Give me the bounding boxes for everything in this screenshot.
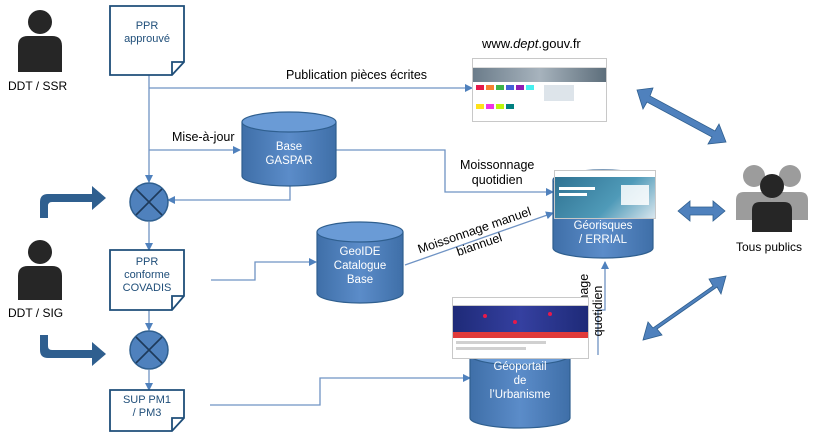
gaspar-line1: Base [275, 141, 303, 153]
website-url: www.dept.gouv.fr [482, 36, 581, 51]
georisques-screenshot [554, 170, 656, 219]
geoportail-line1: Géoportail [493, 361, 547, 373]
actor-ssr-arrow-icon [40, 186, 106, 218]
connector-conforme-geoide [211, 258, 317, 281]
cylinders [241, 111, 654, 429]
actors [18, 10, 808, 300]
geoide-line2: Catalogue [333, 260, 387, 272]
doc-ppr-conforme-line3: COVADIS [122, 282, 172, 294]
doc-sup-line2: / PM3 [132, 407, 162, 419]
actor-ssr-label: DDT / SSR [8, 79, 68, 93]
doc-ppr-conforme [109, 249, 185, 311]
actor-arrows [40, 186, 106, 366]
website-url-dept: dept [513, 36, 539, 51]
website-url-suffix: .gouv.fr [538, 36, 581, 51]
doc-sup-line1: SUP PM1 [122, 394, 172, 406]
merge-nodes [129, 182, 169, 370]
cylinder-gaspar [241, 111, 337, 133]
moissonnage-manuel-label: Moissonnage manuel biannuel [416, 204, 533, 258]
doc-ppr-approuve-text: PPR approuvé [110, 20, 184, 46]
geoide-line1: GeoIDE [339, 246, 381, 258]
doc-ppr-conforme-line1: PPR [135, 256, 159, 268]
georisques-line2: / ERRIAL [579, 234, 627, 246]
geoportail-line2: de [513, 375, 527, 387]
double-arrow-geoportail-public-icon [642, 275, 727, 341]
doc-sup [109, 389, 185, 432]
connector-gaspar-merge1 [167, 185, 291, 204]
publication-label: Publication pièces écrites [286, 68, 428, 82]
connectors [145, 75, 609, 406]
actor-sig-arrow-icon [40, 335, 106, 366]
gaspar-line2: GASPAR [265, 155, 313, 167]
mise-a-jour-label: Mise-à-jour [172, 130, 235, 144]
double-arrow-website-public-icon [636, 87, 727, 145]
geoide-line3: Base [346, 274, 374, 286]
connector-geoide-georisques [404, 211, 554, 266]
geoportail-line3: l’Urbanisme [489, 389, 551, 401]
public-arrows [636, 87, 727, 341]
actor-ssr-person-icon [18, 10, 62, 72]
doc-ppr-approuve [109, 5, 185, 76]
website-url-prefix: www. [482, 36, 514, 51]
geoportail-text: Géoportail de l’Urbanisme [470, 360, 570, 402]
connector-gaspar-georisques [335, 149, 554, 196]
georisques-text: Géorisques / ERRIAL [553, 219, 653, 247]
moissonnage-quotidien-line1: Moissonnage [460, 158, 535, 172]
doc-ppr-approuve-line1: PPR [135, 20, 159, 32]
doc-sup-text: SUP PM1 / PM3 [110, 394, 184, 420]
geoportail-screenshot [452, 297, 589, 359]
double-arrow-georisques-public-icon [677, 200, 726, 222]
merge-2-cross [135, 336, 163, 364]
website-screenshot [472, 58, 607, 122]
actor-sig-person-icon [18, 240, 62, 300]
moissonnage-quotidien-line2: quotidien [471, 173, 523, 187]
actor-sig-label: DDT / SIG [8, 306, 64, 320]
connector-sup-geoportail [210, 374, 471, 406]
moissonnage-quotidien-label: Moissonnage quotidien [460, 158, 534, 188]
cylinder-geoide [316, 221, 404, 243]
documents [109, 5, 185, 432]
moissonnage-vertical-line2: quotidien [591, 286, 605, 337]
connector-geoportail-georisques [597, 261, 609, 355]
geoide-text: GeoIDE Catalogue Base [317, 245, 403, 287]
public-group-icon [736, 165, 808, 232]
gaspar-text: Base GASPAR [242, 140, 336, 168]
doc-ppr-approuve-line2: approuvé [124, 33, 170, 45]
public-label: Tous publics [736, 240, 803, 254]
doc-ppr-conforme-line2: conforme [124, 269, 170, 281]
doc-ppr-conforme-text: PPR conforme COVADIS [110, 256, 184, 295]
georisques-line1: Géorisques [573, 220, 633, 232]
merge-1-cross [135, 188, 163, 216]
